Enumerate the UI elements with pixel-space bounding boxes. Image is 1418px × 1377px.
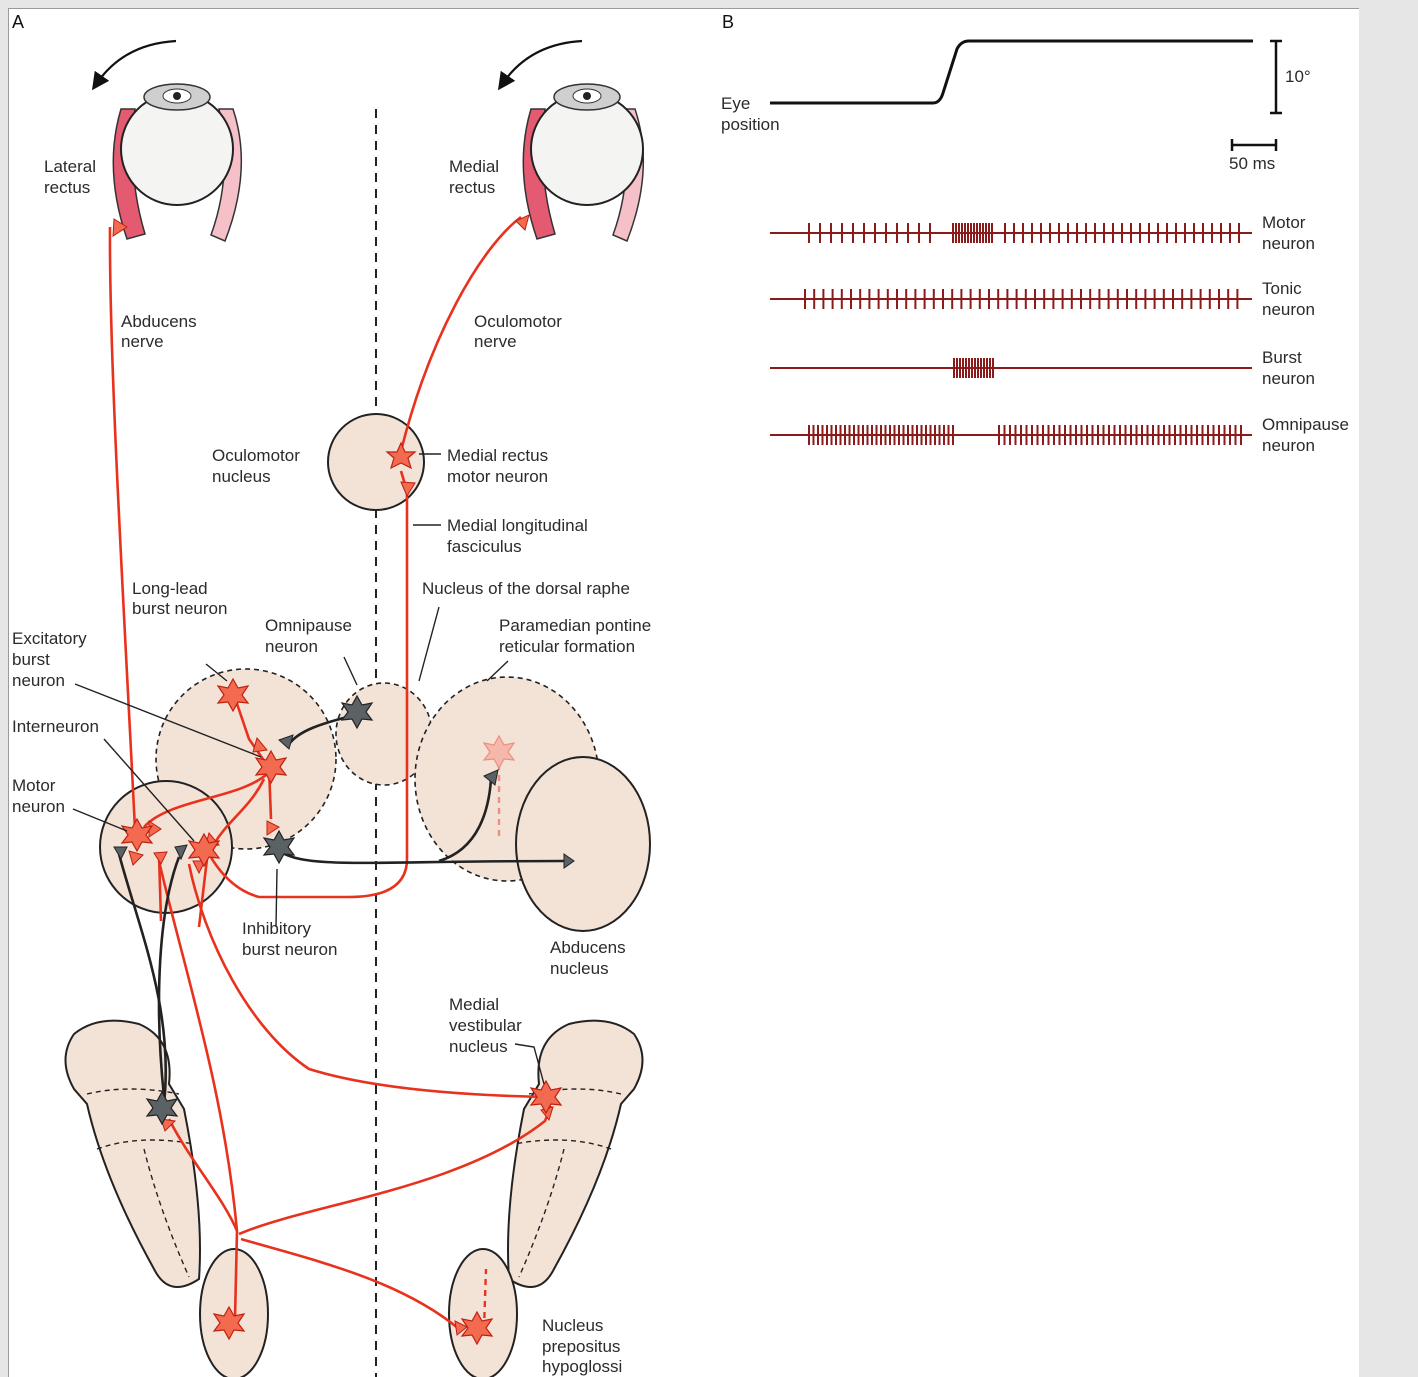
leader-omnipause bbox=[344, 657, 357, 685]
label-motor-neuron-1: Motor bbox=[12, 776, 56, 795]
label-medial-rectus-mn-1: Medial rectus bbox=[447, 446, 548, 465]
left-eye bbox=[113, 84, 241, 241]
label-oculomotor-nucleus-2: nucleus bbox=[212, 467, 271, 486]
label-ebn-3: neuron bbox=[12, 671, 65, 690]
trace-label-tonic-2: neuron bbox=[1262, 300, 1315, 319]
prepositus-to-vestibular-right bbox=[239, 1106, 551, 1234]
eye-position-label-1: Eye bbox=[721, 94, 750, 113]
vestibular-nucleus-right bbox=[508, 1021, 643, 1287]
trace-labels: Motor neuron Tonic neuron Burst neuron O… bbox=[1262, 213, 1349, 455]
spike-traces bbox=[770, 223, 1252, 445]
label-ibn-2: burst neuron bbox=[242, 940, 337, 959]
label-lateral-rectus-2: rectus bbox=[44, 178, 90, 197]
trace-label-motor-1: Motor bbox=[1262, 213, 1306, 232]
trace-label-tonic-1: Tonic bbox=[1262, 279, 1302, 298]
label-pprf-2: reticular formation bbox=[499, 637, 635, 656]
label-abducens-nucleus-1: Abducens bbox=[550, 938, 626, 957]
to-right-vestibular bbox=[189, 864, 547, 1097]
label-lateral-rectus-1: Lateral bbox=[44, 157, 96, 176]
label-omnipause-2: neuron bbox=[265, 637, 318, 656]
label-abducens-nerve-2: nerve bbox=[121, 332, 164, 351]
label-motor-neuron-2: neuron bbox=[12, 797, 65, 816]
label-oculomotor-nerve-1: Oculomotor bbox=[474, 312, 562, 331]
label-prepositus-2: prepositus bbox=[542, 1337, 620, 1356]
label-mvn-3: nucleus bbox=[449, 1037, 508, 1056]
neural-circuit-figure: A bbox=[9, 9, 1359, 1377]
trace-label-burst-2: neuron bbox=[1262, 369, 1315, 388]
time-scale-label: 50 ms bbox=[1229, 154, 1275, 173]
panel-a-label: A bbox=[12, 12, 24, 32]
rotation-arrow-right bbox=[503, 41, 582, 83]
label-oculomotor-nucleus-1: Oculomotor bbox=[212, 446, 300, 465]
trace-label-burst-1: Burst bbox=[1262, 348, 1302, 367]
abducens-nucleus-right-region bbox=[516, 757, 650, 931]
label-mlf-1: Medial longitudinal bbox=[447, 516, 588, 535]
label-medial-rectus-2: rectus bbox=[449, 178, 495, 197]
time-scale-bar bbox=[1232, 139, 1276, 151]
amplitude-scale-label: 10° bbox=[1285, 67, 1311, 86]
eye-position-trace bbox=[770, 41, 1253, 103]
figure-canvas: A bbox=[8, 8, 1359, 1377]
trace-label-omnipause-1: Omnipause bbox=[1262, 415, 1349, 434]
leader-dorsal-raphe bbox=[419, 607, 439, 681]
label-pprf-1: Paramedian pontine bbox=[499, 616, 651, 635]
terminal-medial-rectus bbox=[516, 215, 529, 230]
left-pupil bbox=[173, 92, 181, 100]
panel-b-label: B bbox=[722, 12, 734, 32]
label-abducens-nucleus-2: nucleus bbox=[550, 959, 609, 978]
label-ebn-2: burst bbox=[12, 650, 50, 669]
label-prepositus-1: Nucleus bbox=[542, 1316, 603, 1335]
label-dorsal-raphe: Nucleus of the dorsal raphe bbox=[422, 579, 630, 598]
right-pupil bbox=[583, 92, 591, 100]
label-mvn-1: Medial bbox=[449, 995, 499, 1014]
eye-position-label-2: position bbox=[721, 115, 780, 134]
trace-label-omnipause-2: neuron bbox=[1262, 436, 1315, 455]
label-medial-rectus-1: Medial bbox=[449, 157, 499, 176]
prepositus-right-region bbox=[449, 1249, 517, 1377]
prepositus-crossing bbox=[241, 1239, 459, 1329]
trace-label-motor-2: neuron bbox=[1262, 234, 1315, 253]
label-ebn-1: Excitatory bbox=[12, 629, 87, 648]
label-mvn-2: vestibular bbox=[449, 1016, 522, 1035]
right-eye bbox=[523, 84, 643, 241]
label-oculomotor-nerve-2: nerve bbox=[474, 332, 517, 351]
label-prepositus-3: hypoglossi bbox=[542, 1357, 622, 1376]
label-medial-rectus-mn-2: motor neuron bbox=[447, 467, 548, 486]
label-long-lead-1: Long-lead bbox=[132, 579, 208, 598]
amplitude-scale-bar bbox=[1270, 41, 1282, 113]
rotation-arrow-left bbox=[97, 41, 176, 83]
label-interneuron: Interneuron bbox=[12, 717, 99, 736]
label-abducens-nerve-1: Abducens bbox=[121, 312, 197, 331]
vestibular-nucleus-left bbox=[66, 1021, 201, 1287]
label-ibn-1: Inhibitory bbox=[242, 919, 311, 938]
label-mlf-2: fasciculus bbox=[447, 537, 522, 556]
label-long-lead-2: burst neuron bbox=[132, 599, 227, 618]
label-omnipause-1: Omnipause bbox=[265, 616, 352, 635]
